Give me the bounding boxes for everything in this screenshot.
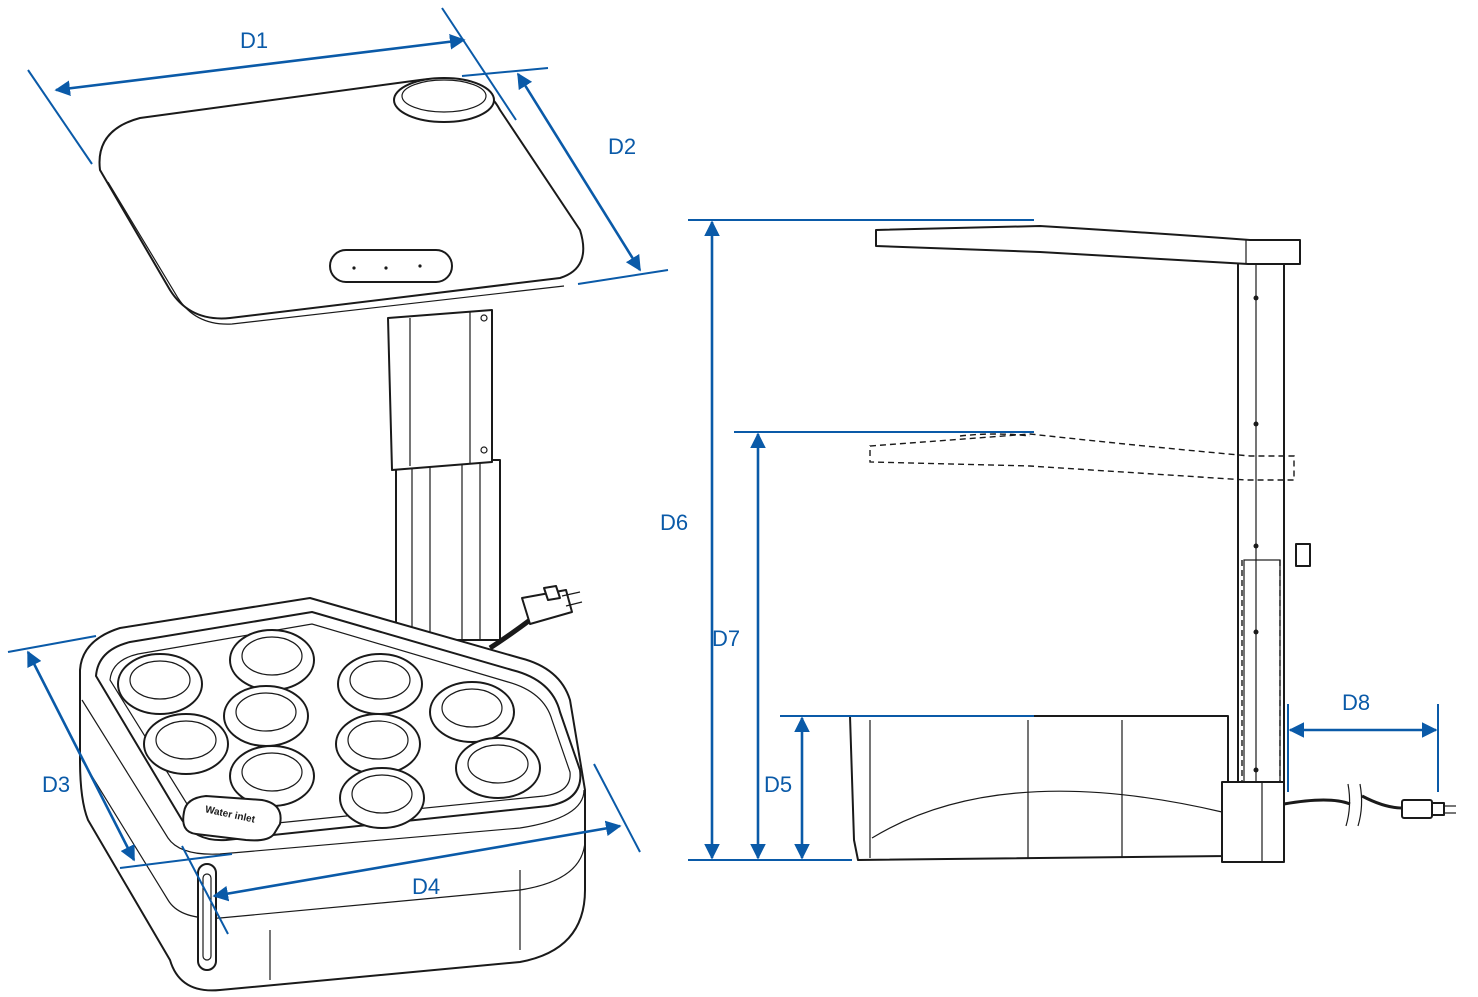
side-power-cord (1283, 783, 1456, 827)
d1-dimension-line (54, 33, 466, 97)
perspective-pods (117, 629, 541, 829)
perspective-pole (387, 309, 501, 641)
perspective-view: Water inlet (79, 77, 586, 992)
d4-extension-left (181, 845, 229, 935)
d6-label: D6 (660, 510, 688, 535)
side-lamp-head-raised (875, 225, 1301, 265)
d3-label: D3 (42, 772, 70, 797)
side-lamp-head-lowered (869, 433, 1295, 481)
perspective-lamp-head (98, 77, 585, 325)
perspective-base: Water inlet (79, 597, 586, 992)
d4-label: D4 (412, 874, 440, 899)
d5-label: D5 (764, 772, 792, 797)
dimension-labels: D1 D2 D3 D4 D5 D6 D7 D8 (42, 28, 1370, 899)
d8-label: D8 (1342, 690, 1370, 715)
d2-label: D2 (608, 134, 636, 159)
d1-extension-right (441, 7, 517, 121)
dimension-lines (7, 7, 1439, 935)
side-view (849, 225, 1456, 863)
side-base-tank (849, 715, 1285, 863)
d2-extension-bottom (577, 269, 669, 285)
d7-label: D7 (712, 626, 740, 651)
d4-dimension-line (212, 820, 622, 902)
d2-dimension-line (516, 72, 642, 272)
d4-extension-right (593, 763, 641, 853)
d3-dimension-line (26, 650, 136, 862)
perspective-power-cord (488, 585, 583, 651)
d1-extension-left (27, 69, 93, 165)
side-pole (1237, 261, 1311, 793)
d1-label: D1 (240, 28, 268, 53)
d3-extension-top (7, 635, 97, 653)
d2-extension-top (461, 67, 549, 77)
